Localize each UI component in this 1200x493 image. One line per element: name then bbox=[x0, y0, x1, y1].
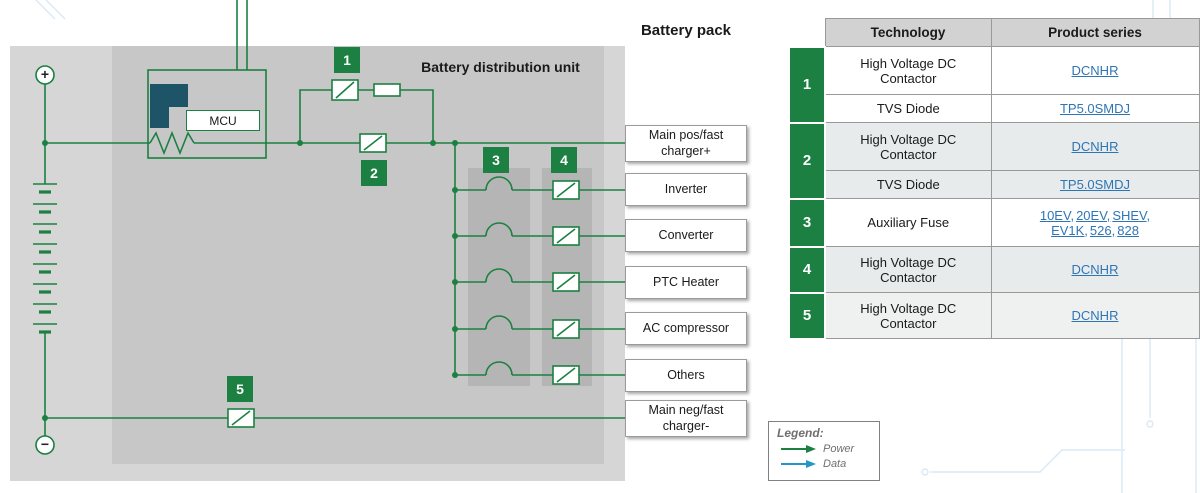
circuit-diagram bbox=[33, 0, 625, 455]
product-link-shev[interactable]: SHEV, bbox=[1112, 207, 1151, 223]
fuse-column-panel bbox=[468, 168, 530, 386]
current-sensor-shape bbox=[150, 84, 188, 128]
contactor-5-symbol bbox=[227, 408, 255, 428]
product-link-tp50smdj[interactable]: TP5.0SMDJ bbox=[1059, 177, 1131, 192]
power-arrow-icon bbox=[781, 445, 816, 453]
table-header-row: Technology Product series bbox=[789, 18, 1200, 47]
output-label-ac-compressor: AC compressor bbox=[625, 312, 747, 345]
table-row: 3 Auxiliary Fuse 10EV,20EV,SHEV, EV1K,52… bbox=[788, 197, 1200, 248]
legend-box: Legend: Power Data bbox=[768, 421, 880, 481]
row-number-badge: 5 bbox=[788, 291, 826, 340]
product-series-cell: TP5.0SMDJ bbox=[990, 170, 1200, 199]
table-row: 1 High Voltage DC Contactor DCNHR bbox=[788, 45, 1200, 124]
table-row: 5 High Voltage DC Contactor DCNHR bbox=[788, 291, 1200, 340]
badge-4: 4 bbox=[551, 147, 577, 173]
table-row: 2 High Voltage DC Contactor DCNHR bbox=[788, 121, 1200, 200]
contactor-2-symbol bbox=[359, 133, 387, 153]
output-label-main-pos: Main pos/fast charger+ bbox=[625, 125, 747, 162]
negative-terminal-sign: − bbox=[40, 436, 50, 452]
product-series-cell: DCNHR bbox=[990, 246, 1200, 293]
product-link-526[interactable]: 526, bbox=[1089, 222, 1116, 238]
technology-cell: High Voltage DC Contactor bbox=[824, 246, 992, 293]
product-link-828[interactable]: 828 bbox=[1117, 222, 1139, 238]
negative-terminal-circle bbox=[35, 435, 55, 455]
product-link-tp50smdj[interactable]: TP5.0SMDJ bbox=[1059, 101, 1131, 116]
legend-data-row: Data bbox=[777, 458, 871, 470]
technology-cell: TVS Diode bbox=[824, 94, 992, 123]
technology-cell: TVS Diode bbox=[824, 170, 992, 199]
product-series-cell: DCNHR bbox=[990, 122, 1200, 171]
data-arrow-icon bbox=[781, 460, 816, 468]
battery-cells bbox=[33, 183, 57, 334]
legend-title: Legend: bbox=[777, 426, 824, 440]
positive-terminal-circle bbox=[35, 65, 55, 85]
bms-block-outline bbox=[147, 69, 267, 159]
product-link-dcnhr[interactable]: DCNHR bbox=[1071, 63, 1119, 78]
legend-power-row: Power bbox=[777, 443, 871, 455]
legend-power-label: Power bbox=[823, 443, 855, 455]
product-series-cell: TP5.0SMDJ bbox=[990, 94, 1200, 123]
output-label-others: Others bbox=[625, 359, 747, 392]
positive-terminal-sign: + bbox=[40, 66, 50, 82]
product-link-dcnhr[interactable]: DCNHR bbox=[1071, 308, 1119, 323]
shunt-resistor-zigzag bbox=[149, 130, 195, 156]
legend-data-label: Data bbox=[823, 458, 847, 470]
table-row: 4 High Voltage DC Contactor DCNHR bbox=[788, 245, 1200, 294]
product-table: Technology Product series 1 High Voltage… bbox=[788, 18, 1200, 340]
output-label-main-neg: Main neg/fast charger- bbox=[625, 400, 747, 437]
row-number-badge: 3 bbox=[788, 197, 826, 248]
output-label-ptc-heater: PTC Heater bbox=[625, 266, 747, 299]
row-number-badge: 1 bbox=[788, 45, 826, 124]
output-label-converter: Converter bbox=[625, 219, 747, 252]
col-header-technology: Technology bbox=[824, 18, 992, 47]
technology-cell: High Voltage DC Contactor bbox=[824, 122, 992, 171]
technology-cell: High Voltage DC Contactor bbox=[824, 292, 992, 339]
precharge-branch bbox=[299, 89, 434, 143]
product-link-ev1k[interactable]: EV1K, bbox=[1051, 222, 1088, 238]
output-label-inverter: Inverter bbox=[625, 173, 747, 206]
product-series-cell: DCNHR bbox=[990, 292, 1200, 339]
junction-dots bbox=[42, 140, 458, 421]
product-link-10ev[interactable]: 10EV, bbox=[1039, 207, 1075, 223]
col-header-product-series: Product series bbox=[990, 18, 1200, 47]
badge-3: 3 bbox=[483, 147, 509, 173]
branch-lines bbox=[455, 189, 625, 376]
row-number-badge: 2 bbox=[788, 121, 826, 200]
product-link-dcnhr[interactable]: DCNHR bbox=[1071, 139, 1119, 154]
product-link-dcnhr[interactable]: DCNHR bbox=[1071, 262, 1119, 277]
badge-2: 2 bbox=[361, 160, 387, 186]
battery-distribution-unit-title: Battery distribution unit bbox=[421, 59, 580, 75]
badge-1: 1 bbox=[334, 47, 360, 73]
table-row: TVS Diode TP5.0SMDJ bbox=[789, 94, 1200, 123]
contactor-symbols bbox=[227, 79, 580, 428]
top-feed-lines bbox=[236, 0, 248, 70]
precharge-resistor-symbol bbox=[373, 83, 401, 97]
mcu-box: MCU bbox=[186, 110, 260, 131]
contactor-1-symbol bbox=[331, 79, 359, 101]
fuse-symbols bbox=[485, 176, 513, 376]
technology-cell: High Voltage DC Contactor bbox=[824, 46, 992, 95]
row-number-badge: 4 bbox=[788, 245, 826, 294]
product-series-cell: DCNHR bbox=[990, 46, 1200, 95]
technology-cell: Auxiliary Fuse bbox=[824, 198, 992, 247]
table-row: TVS Diode TP5.0SMDJ bbox=[789, 170, 1200, 199]
table-corner-cell bbox=[789, 18, 826, 47]
product-series-cell: 10EV,20EV,SHEV, EV1K,526,828 bbox=[990, 198, 1200, 247]
contactor-4-symbols bbox=[552, 180, 580, 385]
product-link-20ev[interactable]: 20EV, bbox=[1076, 207, 1111, 223]
battery-pack-title: Battery pack bbox=[640, 22, 732, 39]
badge-5: 5 bbox=[227, 376, 253, 402]
